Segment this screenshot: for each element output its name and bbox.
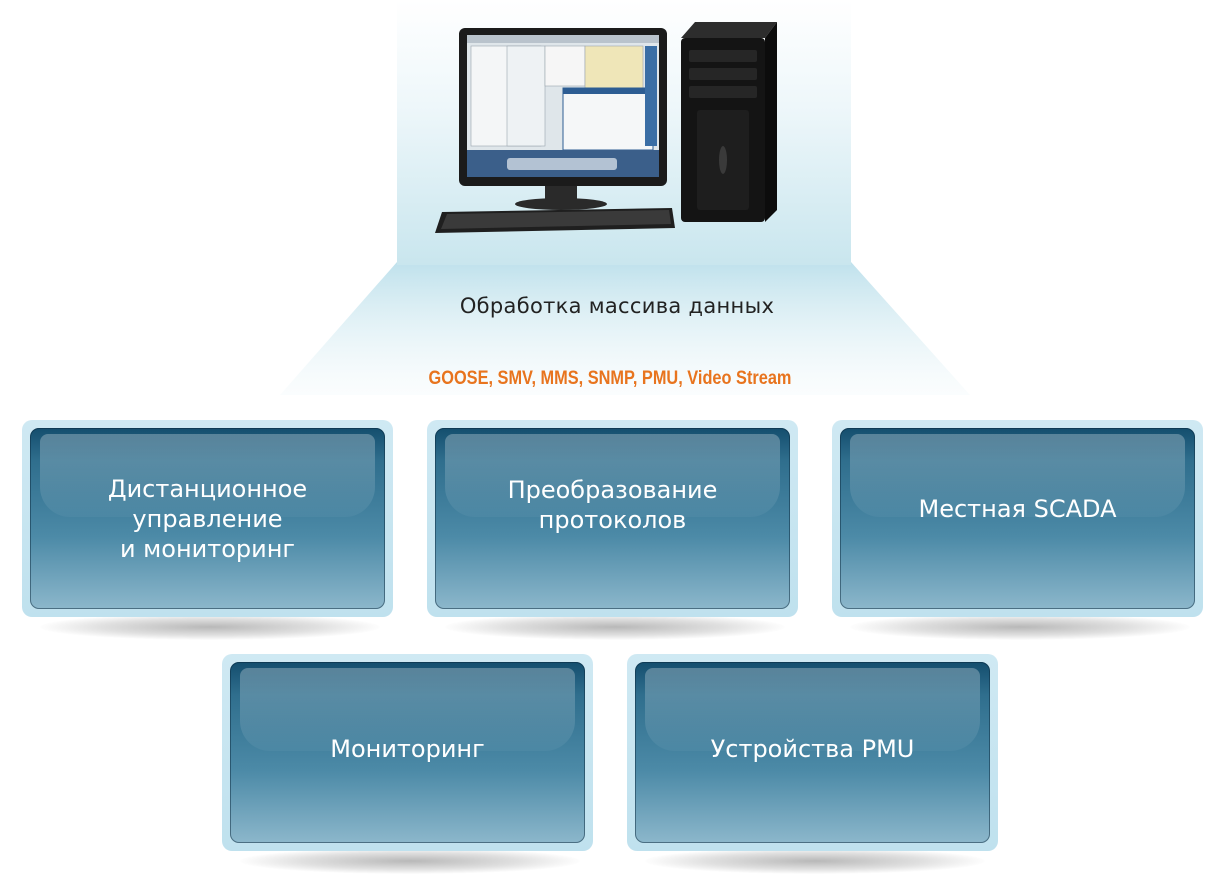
card-pmu-devices: Устройства PMU — [627, 654, 998, 851]
card-monitoring-body: Мониторинг — [230, 662, 585, 843]
protocols-label: GOOSE, SMV, MMS, SNMP, PMU, Video Stream — [428, 368, 792, 389]
card-shadow — [240, 848, 580, 874]
computer-icon — [435, 22, 777, 233]
computer-panel — [397, 0, 851, 265]
card-protocol-conversion: Преобразование протоколов — [427, 420, 798, 617]
card-local-scada: Местная SCADA — [832, 420, 1203, 617]
card-local-scada-body: Местная SCADA — [840, 428, 1195, 609]
data-processing-caption: Обработка массива данных — [459, 294, 775, 318]
card-remote-control: Дистанционное управление и мониторинг — [22, 420, 393, 617]
card-label: Местная SCADA — [918, 494, 1117, 523]
card-label: Дистанционное управление и мониторинг — [107, 474, 308, 563]
card-pmu-devices-body: Устройства PMU — [635, 662, 990, 843]
card-label: Устройства PMU — [710, 734, 915, 763]
card-label: Преобразование протоколов — [507, 475, 718, 534]
card-label: Мониторинг — [330, 734, 485, 763]
card-remote-control-body: Дистанционное управление и мониторинг — [30, 428, 385, 609]
card-monitoring: Мониторинг — [222, 654, 593, 851]
card-shadow — [40, 614, 380, 640]
card-shadow — [445, 614, 785, 640]
card-shadow — [850, 614, 1190, 640]
card-shadow — [645, 848, 985, 874]
card-protocol-conversion-body: Преобразование протоколов — [435, 428, 790, 609]
